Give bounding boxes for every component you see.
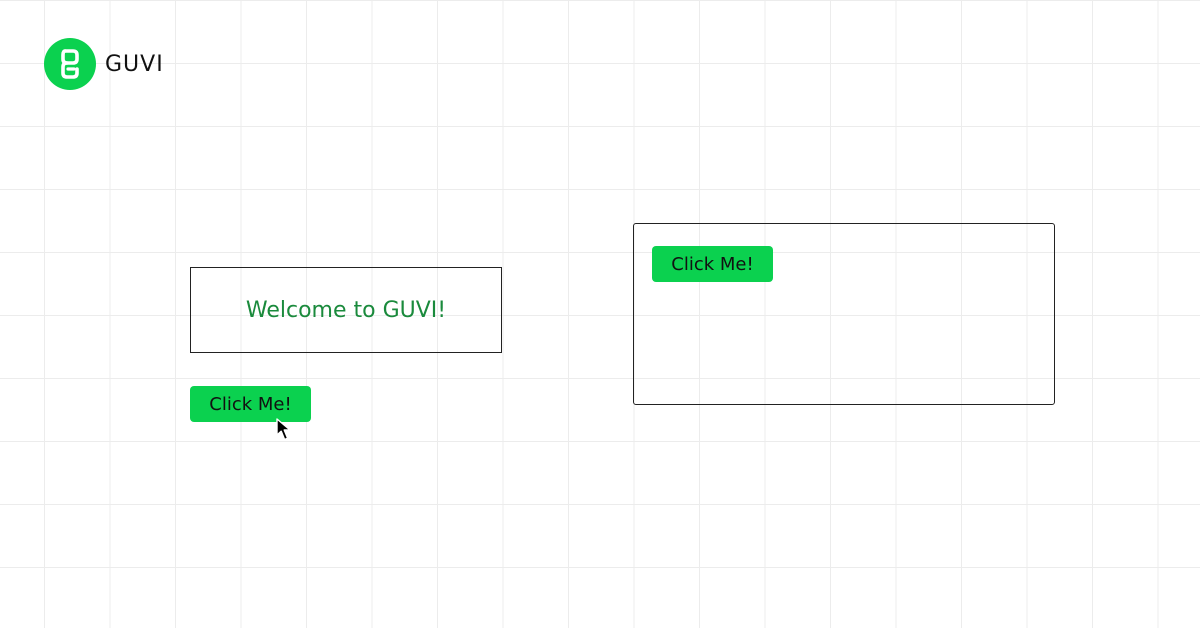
mouse-pointer-icon [276,418,291,441]
brand-name: GUVI [105,51,164,77]
welcome-box: Welcome to GUVI! [190,267,502,353]
panel-click-me-button[interactable]: Click Me! [652,246,773,282]
result-panel: Click Me! [633,223,1055,405]
welcome-text: Welcome to GUVI! [245,297,447,323]
guvi-logo-icon [44,38,96,90]
click-me-button[interactable]: Click Me! [190,386,311,422]
brand-logo: GUVI [44,38,164,90]
